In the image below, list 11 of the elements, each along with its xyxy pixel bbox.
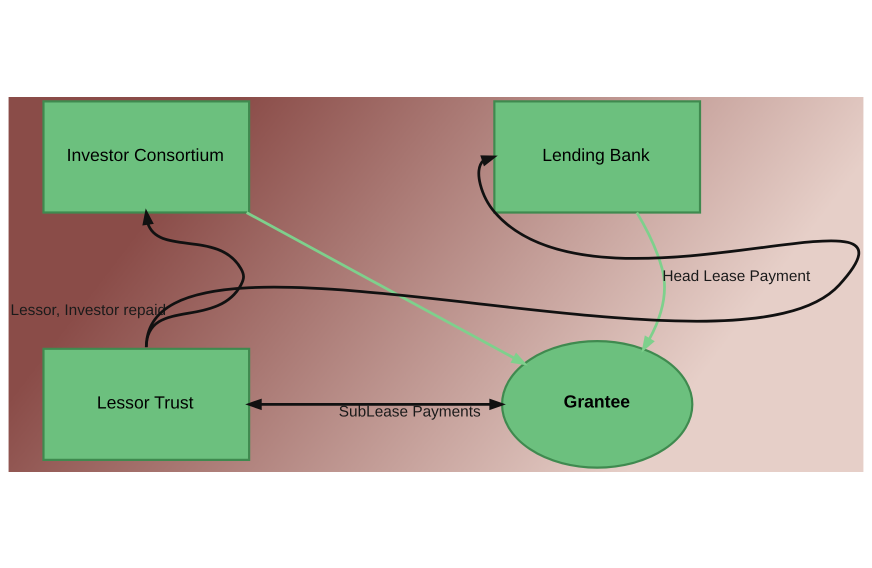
node-box: Lending Bank (493, 100, 702, 214)
arrow (246, 210, 528, 366)
arrow (245, 398, 506, 410)
edge-label: SubLease Payments (338, 403, 481, 420)
arrow (142, 208, 245, 347)
node-box: Investor Consortium (42, 100, 250, 214)
arrow (636, 211, 666, 352)
arrow (145, 154, 858, 348)
node-ellipse: Grantee (500, 340, 694, 468)
edge-label: Head Lease Payment (662, 267, 810, 284)
node-box: Lessor Trust (42, 347, 250, 460)
